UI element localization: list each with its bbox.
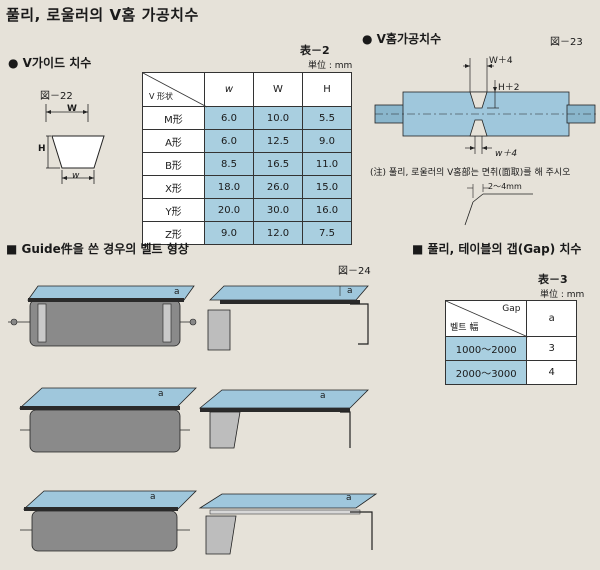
cell-value: 5.5 xyxy=(301,106,353,130)
gap-dim-label: a xyxy=(346,493,352,503)
row-label: A形 xyxy=(142,129,205,153)
guide-diagram-3 xyxy=(198,493,378,555)
roller-diagram-2 xyxy=(18,387,197,453)
v-guide-width-bottom-label: w xyxy=(72,171,80,181)
row-label: M形 xyxy=(142,106,205,130)
cell-value: 10.0 xyxy=(252,106,303,130)
cell-value: 12.5 xyxy=(252,129,303,153)
cell-value: 11.0 xyxy=(301,152,353,176)
chamfer-label: 2～4mm xyxy=(488,182,522,191)
cell-value: 9.0 xyxy=(204,221,254,245)
cell-value: 8.5 xyxy=(204,152,254,176)
table3-corner-cell: Gap 벨트 幅 xyxy=(444,300,529,338)
cell-value: 30.0 xyxy=(252,198,303,222)
table-row: M形 6.0 10.0 5.5 xyxy=(142,106,353,130)
gap-dim-label: a xyxy=(347,286,353,296)
table3-unit: 単位 : mm xyxy=(540,290,585,300)
table2-corner-cell: V 形状 xyxy=(142,72,208,108)
table-row: 1000～2000 3 xyxy=(444,336,577,361)
table2-caption: 表－2 xyxy=(300,44,330,57)
row-label: 2000～3000 xyxy=(444,360,528,385)
cell-value: 12.0 xyxy=(252,221,303,245)
figure-23-label: 図－23 xyxy=(550,37,583,48)
table3-corner-bottom: 벨트 幅 xyxy=(450,323,479,333)
table-row: Z形 9.0 12.0 7.5 xyxy=(142,221,353,245)
gap-dim-label: a xyxy=(320,391,326,401)
cell-value: 9.0 xyxy=(301,129,353,153)
table3-corner-top: Gap xyxy=(502,304,521,314)
cell-value: 6.0 xyxy=(204,106,254,130)
table2-corner-label: V 形状 xyxy=(149,92,174,101)
gap-dim-label: a xyxy=(150,492,156,502)
roller-diagram-1 xyxy=(8,285,197,347)
row-label: B形 xyxy=(142,152,205,176)
chamfer-detail-diagram xyxy=(464,184,533,226)
cell-value: 3 xyxy=(526,336,577,361)
page-title: 풀리, 로울러의 V홈 가공치수 xyxy=(6,6,199,24)
row-label: Y形 xyxy=(142,198,205,222)
table3-caption: 表－3 xyxy=(538,273,568,286)
table3: Gap 벨트 幅 a 1000～2000 3 2000～3000 4 xyxy=(444,300,577,385)
cell-value: 6.0 xyxy=(204,129,254,153)
v-groove-h-label: H＋2 xyxy=(498,83,520,93)
v-groove-bottom-label: w＋4 xyxy=(495,149,518,159)
cell-value: 7.5 xyxy=(301,221,353,245)
cell-value: 16.5 xyxy=(252,152,303,176)
roller-diagram-3 xyxy=(20,490,197,552)
table2-unit: 単位 : mm xyxy=(308,61,353,71)
v-groove-diagram xyxy=(374,58,597,154)
cell-value: 18.0 xyxy=(204,175,254,199)
guide-shape-heading: ■ Guide件을 쓴 경우의 벨트 형상 xyxy=(6,242,189,256)
v-guide-diagram xyxy=(45,104,105,184)
cell-value: 26.0 xyxy=(252,175,303,199)
gap-section-heading: ■ 풀리, 테이블의 갭(Gap) 치수 xyxy=(412,242,582,256)
gap-dim-label: a xyxy=(174,287,180,297)
table-row: B形 8.5 16.5 11.0 xyxy=(142,152,353,176)
table-row: A形 6.0 12.5 9.0 xyxy=(142,129,353,153)
guide-diagram-2 xyxy=(198,389,369,449)
v-guide-heading: ● V가이드 치수 xyxy=(8,56,92,70)
cell-value: 15.0 xyxy=(301,175,353,199)
gap-dim-label: a xyxy=(158,389,164,399)
table2-col-header: w xyxy=(204,72,254,107)
table-row: 2000～3000 4 xyxy=(444,360,577,385)
table2-col-header: H xyxy=(301,72,353,107)
v-groove-heading: ● V홈가공치수 xyxy=(362,32,442,46)
row-label: X形 xyxy=(142,175,205,199)
v-guide-width-top-label: W xyxy=(67,104,77,114)
row-label: 1000～2000 xyxy=(444,336,528,361)
figure-24-label: 図－24 xyxy=(338,266,371,277)
row-label: Z形 xyxy=(142,221,205,245)
table-row: Y形 20.0 30.0 16.0 xyxy=(142,198,353,222)
figure-22-label: 図－22 xyxy=(40,91,73,102)
table-row: X形 18.0 26.0 15.0 xyxy=(142,175,353,199)
v-groove-note: (注) 풀리, 로울러의 V홈部는 면취(面取)를 해 주시오 xyxy=(370,168,571,178)
v-groove-top-label: W＋4 xyxy=(489,56,513,66)
cell-value: 20.0 xyxy=(204,198,254,222)
cell-value: 4 xyxy=(526,360,577,385)
cell-value: 16.0 xyxy=(301,198,353,222)
table2: V 形状 w W H M形 6.0 10.0 5.5 A形 6.0 12.5 9… xyxy=(142,72,353,245)
guide-diagram-1 xyxy=(207,285,369,351)
table3-col-header: a xyxy=(526,300,577,337)
table2-col-header: W xyxy=(252,72,303,107)
v-guide-height-label: H xyxy=(38,144,46,154)
